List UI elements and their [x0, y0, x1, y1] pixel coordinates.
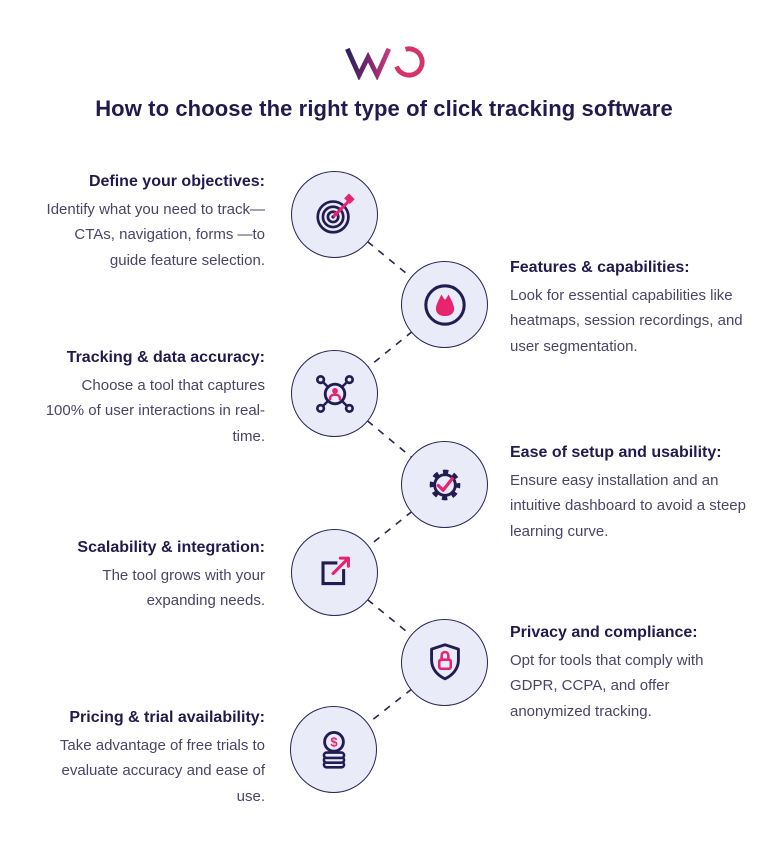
step-bubble-privacy	[401, 619, 488, 706]
step-body: Look for essential capabilities like hea…	[510, 286, 743, 356]
step-text-privacy: Privacy and compliance: Opt for tools th…	[510, 622, 750, 725]
page-title: How to choose the right type of click tr…	[95, 96, 673, 121]
step-title: Define your objectives:	[88, 173, 265, 190]
step-title: Tracking & data accuracy:	[66, 349, 265, 366]
target-icon	[315, 192, 355, 234]
step-title: Pricing & trial availability:	[69, 709, 265, 726]
step-bubble-usability	[401, 441, 488, 528]
step-bubble-tracking	[291, 350, 378, 437]
step-bubble-scalability	[291, 529, 378, 616]
step-bubble-pricing: $	[290, 706, 377, 793]
step-text-features: Features & capabilities: Look for essent…	[510, 257, 750, 360]
step-body: Choose a tool that captures 100% of user…	[45, 376, 265, 446]
step-text-usability: Ease of setup and usability: Ensure easy…	[510, 442, 750, 545]
step-title: Ease of setup and usability:	[510, 444, 722, 461]
step-title: Scalability & integration:	[77, 539, 265, 556]
step-body: The tool grows with your expanding needs…	[102, 566, 265, 610]
user-network-icon	[315, 374, 354, 413]
step-body: Take advantage of free trials to evaluat…	[59, 736, 265, 806]
scale-arrow-icon	[320, 556, 350, 585]
step-bubble-objectives	[291, 171, 378, 258]
coins-icon: $	[322, 730, 345, 769]
heatmap-flame-icon	[423, 283, 466, 326]
step-body: Identify what you need to track—CTAs, na…	[46, 200, 265, 270]
step-text-objectives: Define your objectives: Identify what yo…	[40, 171, 265, 274]
step-text-pricing: Pricing & trial availability: Take advan…	[40, 707, 265, 810]
step-body: Ensure easy installation and an intuitiv…	[510, 471, 746, 541]
step-title: Privacy and compliance:	[510, 624, 698, 641]
step-text-scalability: Scalability & integration: The tool grow…	[40, 537, 265, 614]
gear-check-icon	[429, 469, 460, 500]
step-bubble-features	[401, 261, 488, 348]
step-text-tracking: Tracking & data accuracy: Choose a tool …	[40, 347, 265, 450]
vwo-logo	[345, 46, 425, 80]
svg-text:$: $	[330, 734, 337, 749]
step-body: Opt for tools that comply with GDPR, CCP…	[510, 651, 704, 721]
step-title: Features & capabilities:	[510, 259, 690, 276]
shield-lock-icon	[429, 642, 460, 680]
